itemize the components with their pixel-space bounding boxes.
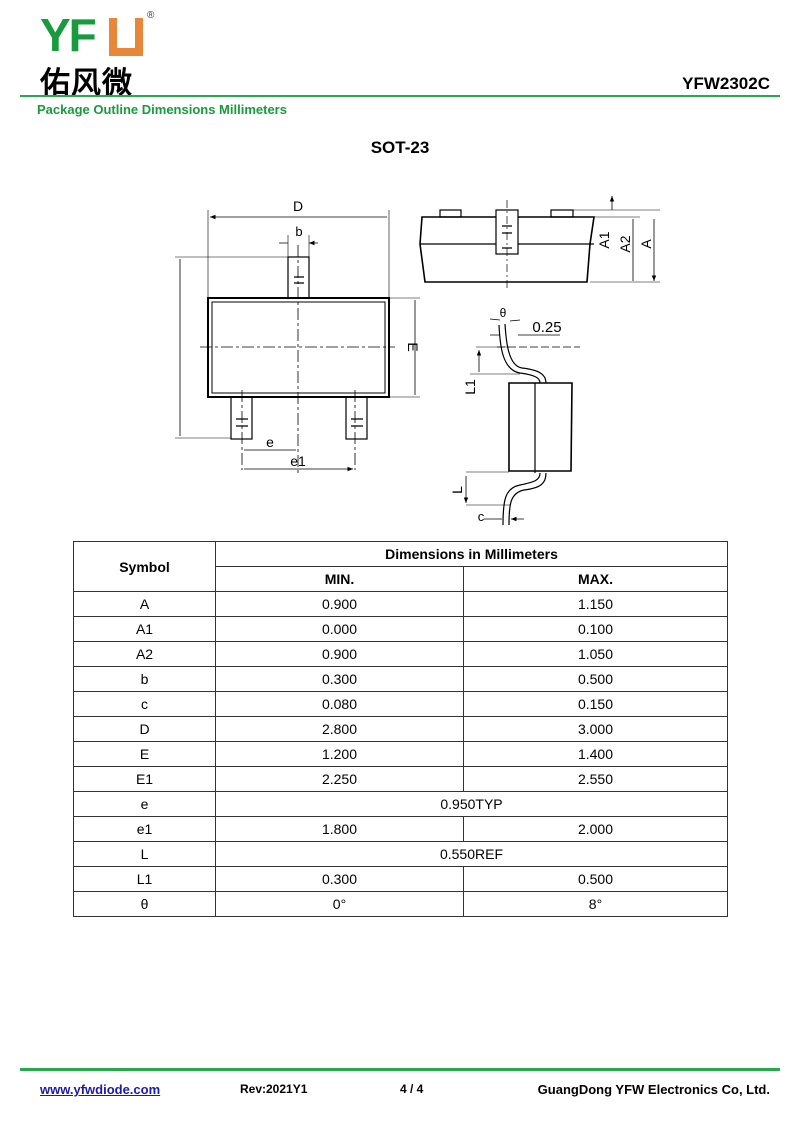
- dimensions-table: Symbol Dimensions in Millimeters MIN. MA…: [73, 541, 728, 917]
- min-cell: 0°: [215, 891, 464, 917]
- symbol-cell: E1: [73, 766, 216, 792]
- symbol-header: Symbol: [73, 541, 216, 592]
- min-cell: 0.080: [215, 691, 464, 717]
- symbol-cell: b: [73, 666, 216, 692]
- min-cell: 1.200: [215, 741, 464, 767]
- max-cell: 1.400: [463, 741, 728, 767]
- min-cell: 0.000: [215, 616, 464, 642]
- symbol-cell: L: [73, 841, 216, 867]
- symbol-cell: A: [73, 591, 216, 617]
- min-cell: 1.800: [215, 816, 464, 842]
- package-drawing: D b E e e1 A1 A2 A θ 0.25 L1 L c: [175, 0, 800, 540]
- label-A1: A1: [596, 231, 612, 248]
- label-e1: e1: [290, 453, 306, 469]
- label-gauge-0-25: 0.25: [532, 319, 561, 336]
- section-subtitle: Package Outline Dimensions Millimeters: [37, 102, 287, 117]
- revision: Rev:2021Y1: [240, 1082, 308, 1096]
- page-number: 4 / 4: [400, 1082, 424, 1096]
- profile-view: [466, 318, 580, 525]
- max-cell: 0.500: [463, 666, 728, 692]
- symbol-cell: A1: [73, 616, 216, 642]
- max-cell: 2.000: [463, 816, 728, 842]
- label-D: D: [293, 198, 303, 214]
- side-view: [419, 196, 660, 290]
- min-cell: 0.300: [215, 866, 464, 892]
- label-e: e: [266, 434, 274, 450]
- footer-divider: [20, 1068, 780, 1071]
- top-view: [175, 210, 420, 475]
- symbol-cell: D: [73, 716, 216, 742]
- header-divider: [20, 95, 780, 97]
- symbol-cell: e: [73, 791, 216, 817]
- part-number: YFW2302C: [682, 74, 770, 93]
- typical-cell: 0.950TYP: [215, 791, 728, 817]
- min-cell: 0.900: [215, 641, 464, 667]
- min-header: MIN.: [215, 566, 464, 592]
- max-cell: 0.500: [463, 866, 728, 892]
- label-A2: A2: [617, 235, 633, 252]
- label-L: L: [449, 486, 465, 494]
- max-cell: 2.550: [463, 766, 728, 792]
- symbol-cell: e1: [73, 816, 216, 842]
- max-header: MAX.: [463, 566, 728, 592]
- symbol-cell: c: [73, 691, 216, 717]
- label-theta: θ: [500, 306, 507, 320]
- logo-w-mark: [109, 18, 143, 56]
- company-name: GuangDong YFW Electronics Co, Ltd.: [537, 1082, 770, 1097]
- max-cell: 0.150: [463, 691, 728, 717]
- max-cell: 1.150: [463, 591, 728, 617]
- dimensions-header: Dimensions in Millimeters: [215, 541, 728, 567]
- min-cell: 0.300: [215, 666, 464, 692]
- max-cell: 3.000: [463, 716, 728, 742]
- logo: YF: [40, 9, 97, 61]
- label-b: b: [295, 224, 302, 239]
- label-L1: L1: [462, 379, 478, 395]
- symbol-cell: L1: [73, 866, 216, 892]
- symbol-cell: θ: [73, 891, 216, 917]
- registered-mark: ®: [147, 10, 155, 21]
- typical-cell: 0.550REF: [215, 841, 728, 867]
- min-cell: 2.800: [215, 716, 464, 742]
- symbol-cell: A2: [73, 641, 216, 667]
- max-cell: 8°: [463, 891, 728, 917]
- label-E: E: [405, 342, 421, 351]
- max-cell: 0.100: [463, 616, 728, 642]
- min-cell: 2.250: [215, 766, 464, 792]
- symbol-cell: E: [73, 741, 216, 767]
- website-link[interactable]: www.yfwdiode.com: [40, 1082, 161, 1097]
- label-c: c: [478, 509, 485, 524]
- package-title: SOT-23: [370, 138, 430, 157]
- label-A: A: [638, 239, 654, 249]
- max-cell: 1.050: [463, 641, 728, 667]
- min-cell: 0.900: [215, 591, 464, 617]
